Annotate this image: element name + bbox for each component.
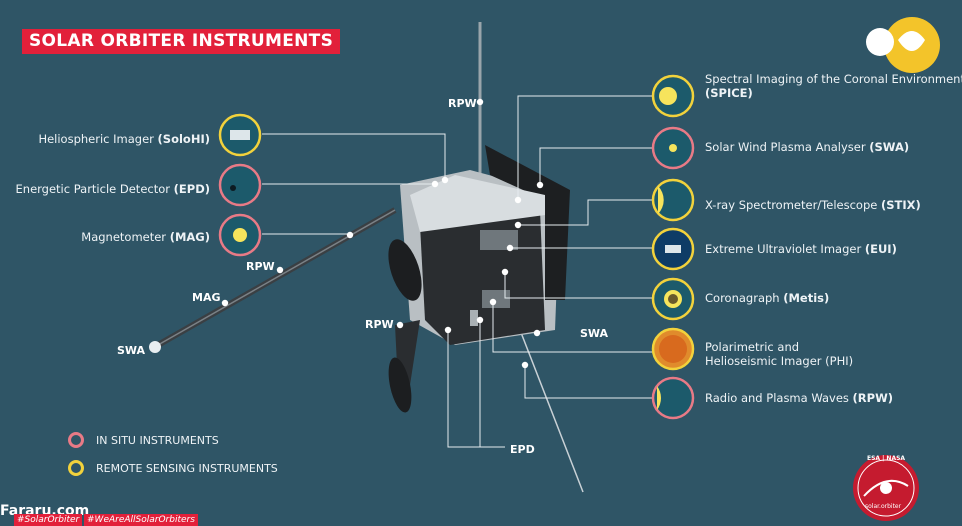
label-eui: Extreme Ultraviolet Imager (EUI) bbox=[705, 242, 897, 256]
hashtag-weareall: #WeAreAllSolarOrbiters bbox=[84, 514, 198, 526]
leader-spice bbox=[517, 95, 652, 200]
page-title: SOLAR ORBITER INSTRUMENTS bbox=[22, 29, 341, 54]
hashtag-solarorbiter: #SolarOrbiter bbox=[14, 514, 83, 526]
legend-ring-remote-icon bbox=[68, 460, 84, 476]
sc-label-rpw-left: RPW bbox=[246, 260, 275, 273]
leader-phi bbox=[492, 302, 652, 353]
radio-waves-icon bbox=[651, 376, 695, 420]
particle-icon bbox=[218, 163, 262, 207]
solar-panel-back bbox=[485, 145, 570, 300]
badge-top-text: ESA | NASA bbox=[867, 455, 906, 462]
label-solohi: Heliospheric Imager (SoloHI) bbox=[38, 132, 210, 146]
label-epd: Energetic Particle Detector (EPD) bbox=[15, 182, 210, 196]
high-gain-antenna bbox=[388, 239, 422, 301]
left-instrument-rings bbox=[218, 113, 262, 257]
sc-label-mag: MAG bbox=[192, 291, 221, 304]
right-instrument-rings bbox=[651, 74, 695, 420]
leader-rpw bbox=[524, 365, 652, 399]
sc-label-rpw-lower: RPW bbox=[365, 318, 394, 331]
legend-ring-insitu-icon bbox=[68, 432, 84, 448]
label-stix: X-ray Spectrometer/Telescope (STIX) bbox=[705, 198, 921, 212]
bottom-antenna bbox=[519, 329, 584, 493]
sc-label-epd: EPD bbox=[510, 443, 535, 456]
label-rpw: Radio and Plasma Waves (RPW) bbox=[705, 391, 894, 405]
leader-epd-bottom bbox=[447, 320, 481, 448]
label-metis: Coronagraph (Metis) bbox=[705, 291, 830, 305]
swa-sensor-left bbox=[149, 341, 161, 353]
legend-in-situ: IN SITU INSTRUMENTS bbox=[68, 432, 219, 448]
badge-bottom-text: solar.orbiter bbox=[865, 503, 902, 510]
leader-stix bbox=[520, 199, 652, 226]
label-mag: Magnetometer (MAG) bbox=[81, 230, 210, 244]
xray-icon bbox=[651, 178, 695, 222]
leader-solohi bbox=[262, 133, 446, 180]
sc-label-swa-right: SWA bbox=[580, 327, 609, 340]
label-spice: Spectral Imaging of the Coronal Environm… bbox=[705, 72, 962, 100]
mission-badge-icon bbox=[853, 455, 919, 521]
label-phi: Polarimetric and Helioseismic Imager (PH… bbox=[705, 340, 854, 368]
fararu-logo bbox=[866, 17, 940, 73]
legend-remote: REMOTE SENSING INSTRUMENTS bbox=[68, 460, 278, 476]
leader-swa bbox=[539, 147, 652, 185]
sc-label-rpw-top: RPW bbox=[448, 97, 477, 110]
label-swa: Solar Wind Plasma Analyser (SWA) bbox=[705, 140, 910, 154]
leader-metis bbox=[504, 272, 652, 299]
sc-label-swa-left: SWA bbox=[117, 344, 146, 357]
